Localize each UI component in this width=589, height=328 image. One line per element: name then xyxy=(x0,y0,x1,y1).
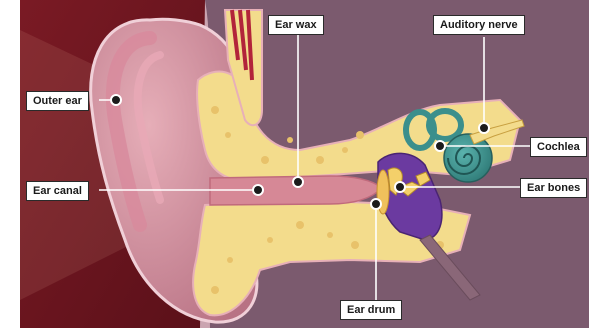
outer-ear-dot xyxy=(111,95,121,105)
cochlea-dot xyxy=(435,141,445,151)
ear-canal-dot xyxy=(253,185,263,195)
auditory-nerve-dot xyxy=(479,123,489,133)
cochlea-label: Cochlea xyxy=(530,137,587,157)
ear-drum-label: Ear drum xyxy=(340,300,402,320)
cochlea-shape xyxy=(444,134,492,182)
ear-wax-label: Ear wax xyxy=(268,15,324,35)
ear-canal-label: Ear canal xyxy=(26,181,89,201)
auditory-nerve-label: Auditory nerve xyxy=(433,15,525,35)
outer-ear-label: Outer ear xyxy=(26,91,89,111)
ear-drum-dot xyxy=(371,199,381,209)
ear-wax-dot xyxy=(293,177,303,187)
ear-bones-dot xyxy=(395,182,405,192)
ear-bones-label: Ear bones xyxy=(520,178,587,198)
